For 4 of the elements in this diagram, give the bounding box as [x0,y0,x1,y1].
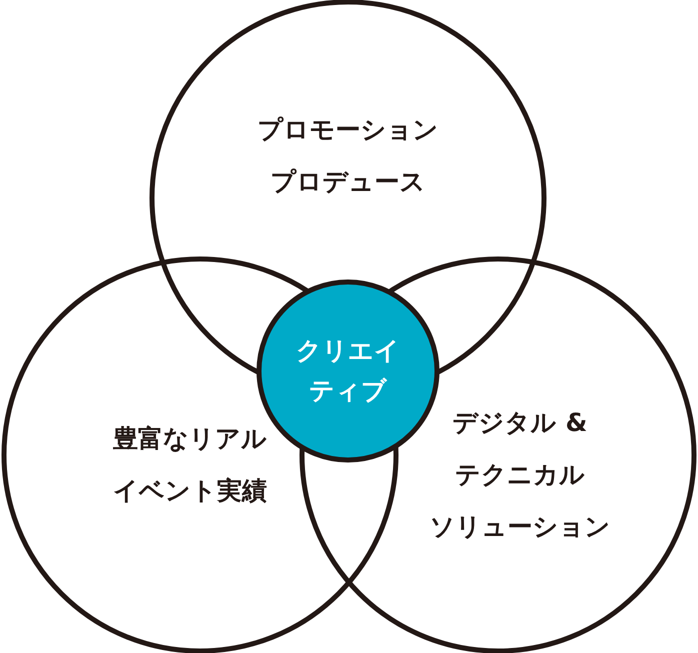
circle-label: デジタル &テクニカルソリューション [430,407,610,543]
circle-label: プロモーションプロデュース [258,114,438,198]
circle-label: 豊富なリアルイベント実績 [113,423,267,507]
circle-label: クリエイティブ [296,335,400,407]
